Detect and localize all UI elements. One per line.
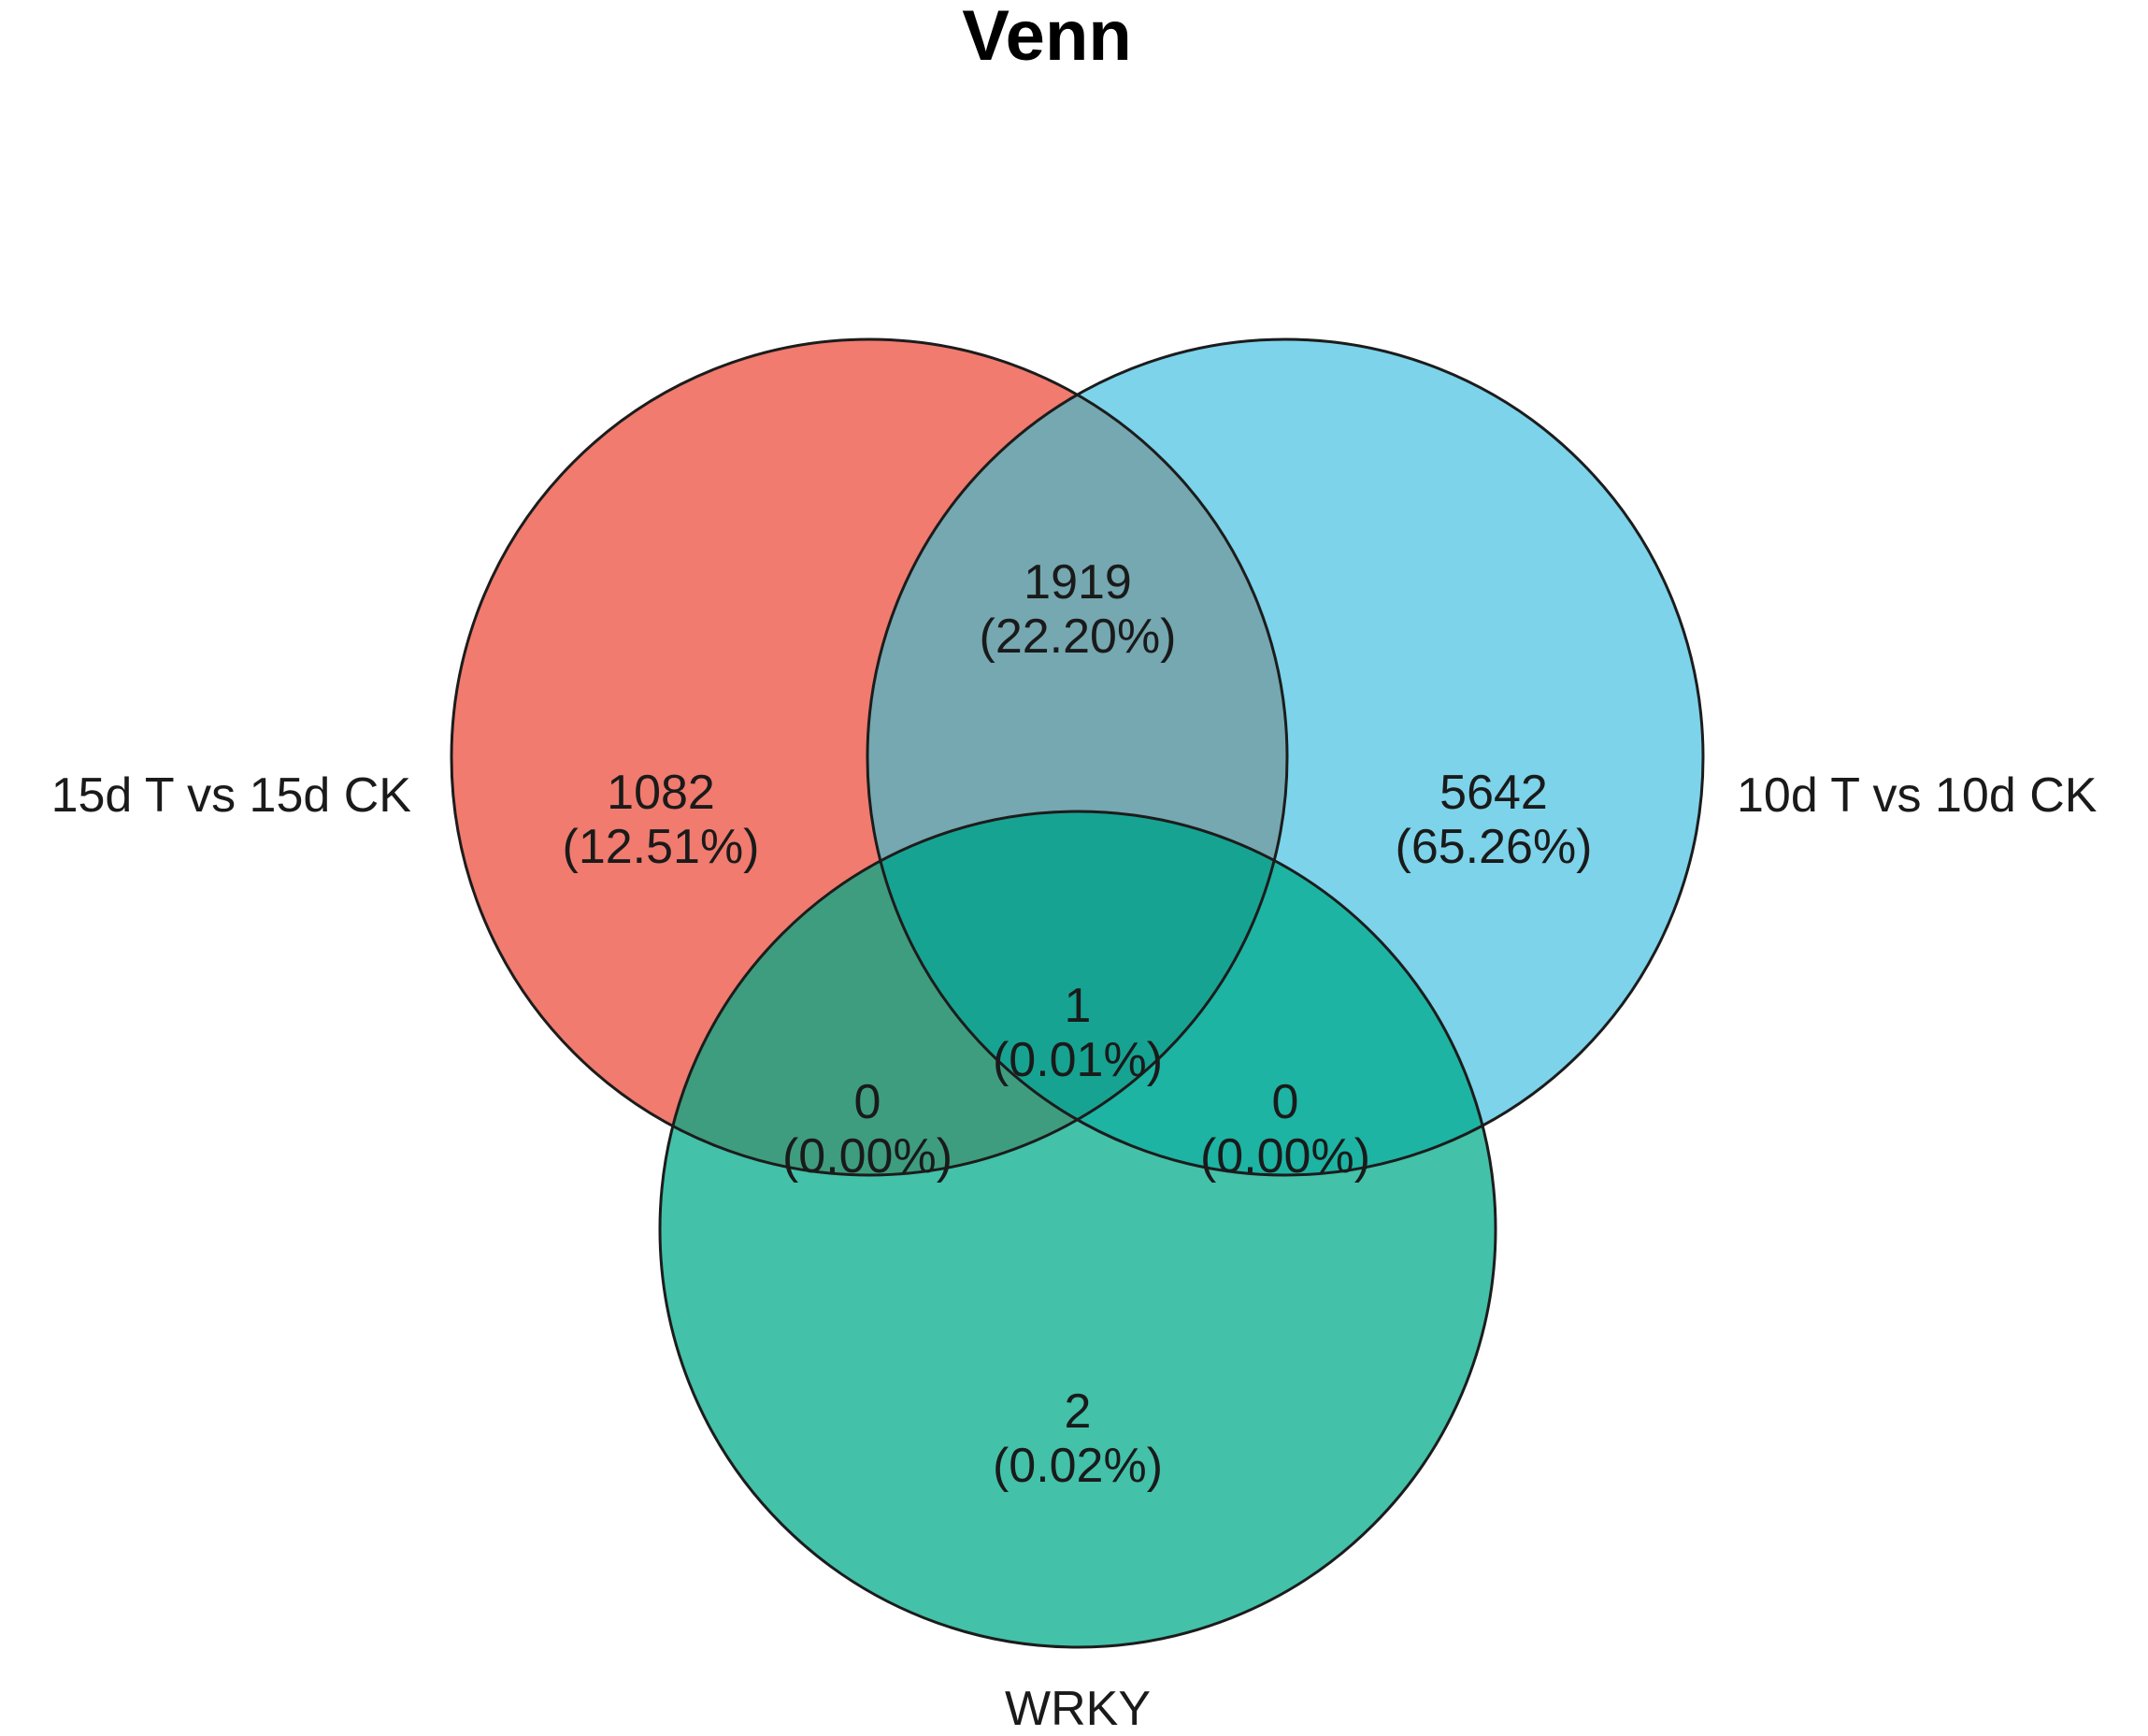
overlap-fills [660, 339, 1496, 1175]
region-count: 1082 [607, 766, 715, 820]
region-percent: (65.26%) [1396, 820, 1593, 874]
set-label-c: WRKY [1005, 1682, 1151, 1736]
region-bc: 0 (0.00%) [1200, 1075, 1370, 1184]
set-a-outline [450, 337, 1289, 1177]
region-ac: 0 (0.00%) [782, 1075, 952, 1184]
region-b-only: 5642 (65.26%) [1396, 766, 1593, 874]
region-percent: (22.20%) [980, 610, 1177, 664]
set-label-a: 15d T vs 15d CK [51, 768, 412, 823]
set-b-outline [866, 337, 1705, 1177]
region-count: 1919 [1024, 555, 1132, 610]
region-ab: 1919 (22.20%) [980, 555, 1177, 664]
set-c-outline [658, 810, 1497, 1649]
region-count: 2 [1065, 1384, 1092, 1439]
region-percent: (0.01%) [993, 1033, 1163, 1087]
chart-title: Venn [962, 0, 1132, 76]
region-abc: 1 (0.01%) [993, 979, 1163, 1087]
region-percent: (0.00%) [782, 1129, 952, 1184]
region-percent: (12.51%) [563, 820, 760, 874]
region-percent: (0.00%) [1200, 1129, 1370, 1184]
region-c-only: 2 (0.02%) [993, 1384, 1163, 1493]
region-percent: (0.02%) [993, 1439, 1163, 1493]
set-label-b: 10d T vs 10d CK [1737, 768, 2098, 823]
region-count: 1 [1065, 979, 1092, 1033]
region-count: 0 [1272, 1075, 1299, 1129]
region-count: 5642 [1439, 766, 1548, 820]
region-count: 0 [854, 1075, 881, 1129]
circle-outlines [450, 337, 1705, 1649]
region-a-only: 1082 (12.51%) [563, 766, 760, 874]
